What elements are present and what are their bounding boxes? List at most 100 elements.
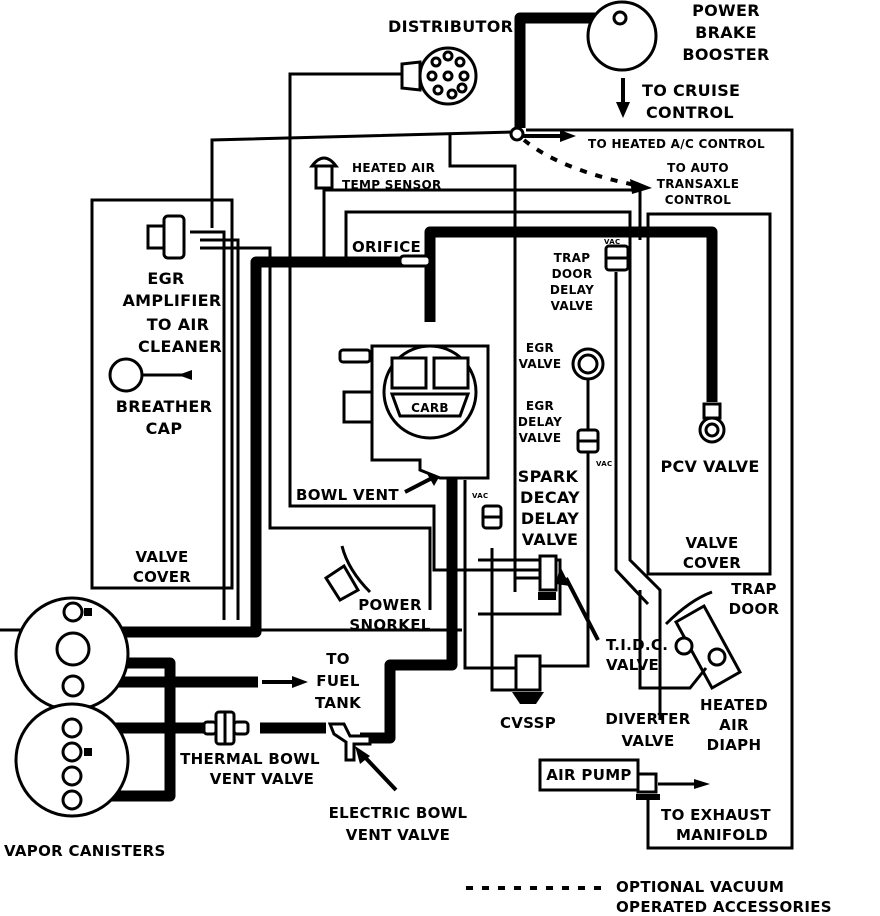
tidc-arrow-icon — [556, 566, 570, 586]
heated-air-diaph-icon — [638, 590, 743, 691]
valve-cover-left-label-2: COVER — [133, 568, 191, 586]
cvssp-icon — [512, 654, 544, 704]
legend-label-1: OPTIONAL VACUUM — [616, 878, 784, 896]
egr-amp-line-2 — [200, 238, 240, 620]
power-brake-booster-label-3: BOOSTER — [682, 45, 769, 64]
egr-delay-valve-label-3: VALVE — [519, 431, 562, 445]
sensor-line — [324, 188, 642, 240]
heated-air-temp-sensor-icon — [308, 156, 340, 190]
to-fuel-tank-label-1: TO — [326, 650, 350, 668]
spark-decay-valve-icon — [481, 504, 503, 530]
tidc-valve-icon — [538, 554, 558, 600]
bowl-vent-label: BOWL VENT — [296, 486, 399, 504]
cruise-arrow-icon — [616, 102, 630, 118]
trap-door-delay-valve-label-4: VALVE — [551, 299, 594, 313]
electric-bowl-vent-valve-label-1: ELECTRIC BOWL — [329, 804, 468, 822]
booster-port-icon — [612, 10, 628, 26]
power-snorkel-label-1: POWER — [358, 596, 422, 614]
tidc-valve-label-2: VALVE — [606, 656, 659, 674]
egr-delay-valve-icon — [576, 428, 600, 454]
egr-delay-valve-label-1: EGR — [526, 399, 554, 413]
legend-label-2: OPERATED ACCESSORIES — [616, 898, 832, 916]
exhaust-arrow-icon — [694, 779, 710, 789]
to-heated-ac-control-label: TO HEATED A/C CONTROL — [588, 137, 765, 151]
fuel-tank-arrow-icon — [292, 676, 308, 688]
pcv-valve-icon — [698, 402, 726, 444]
to-air-cleaner-label-1: TO AIR — [147, 315, 210, 334]
thermal-bowl-vent-valve-icon — [202, 710, 250, 746]
egr-amp-line-3 — [200, 246, 432, 610]
egr-amp-line-1 — [190, 230, 226, 620]
orifice-label: ORIFICE — [352, 238, 421, 256]
to-exhaust-manifold-label-2: MANIFOLD — [676, 826, 768, 844]
trap-door-label-1: TRAP — [731, 580, 777, 598]
to-air-cleaner-label-2: CLEANER — [138, 337, 222, 356]
bowl-vent-hose — [360, 474, 458, 744]
egr-amplifier-label-2: AMPLIFIER — [122, 291, 221, 310]
to-fuel-tank-label-2: FUEL — [316, 672, 360, 690]
transaxle-dashed-line — [522, 138, 641, 188]
spark-decay-delay-valve-label-1: SPARK — [518, 467, 579, 486]
power-brake-booster-label-2: BRAKE — [695, 23, 757, 42]
distributor-icon — [400, 46, 478, 106]
cvssp-line-1 — [463, 480, 528, 670]
trap-door-line — [344, 210, 662, 720]
breather-cap-icon — [108, 357, 144, 393]
breather-cap-label-2: CAP — [146, 419, 183, 438]
breather-arrow-icon — [178, 370, 192, 380]
tidc-pointer — [564, 577, 600, 641]
thermal-bowl-vent-valve-label-2: VENT VALVE — [210, 770, 314, 788]
egr-valve-label-2: VALVE — [519, 357, 562, 371]
trap-door-delay-valve-label-2: DOOR — [552, 267, 593, 281]
egr-amplifier-icon — [146, 214, 186, 260]
heated-air-temp-sensor-label-1: HEATED AIR — [352, 161, 435, 175]
spark-decay-delay-valve-label-4: VALVE — [522, 530, 578, 549]
heated-air-diaph-label-1: HEATED — [700, 696, 768, 714]
to-auto-transaxle-label-2: TRANSAXLE — [657, 177, 739, 191]
junction-down-line — [448, 134, 517, 592]
diverter-valve-label-2: VALVE — [621, 732, 674, 750]
vacuum-junction-icon — [509, 126, 525, 142]
spark-decay-delay-valve-label-2: DECAY — [520, 488, 580, 507]
vac-label-spark-decay: VAC — [472, 492, 488, 500]
trap-door-delay-valve-icon — [604, 244, 630, 272]
brake-booster-hose — [514, 12, 612, 128]
trap-door-label-2: DOOR — [729, 600, 780, 618]
distributor-label: DISTRIBUTOR — [388, 17, 513, 36]
to-auto-transaxle-label-3: CONTROL — [665, 193, 731, 207]
vac-label-egr-delay: VAC — [596, 460, 612, 468]
pcv-hose — [424, 226, 718, 402]
cvssp-loop — [478, 558, 562, 616]
air-pump-base-icon — [636, 794, 660, 800]
to-fuel-tank-label-3: TANK — [315, 694, 362, 712]
egr-valve-icon — [571, 347, 605, 381]
trap-door-delay-line — [614, 272, 650, 606]
heated-ac-arrow-icon — [560, 130, 576, 142]
canister-hose-upper — [100, 256, 410, 638]
spark-decay-delay-valve-label-3: DELAY — [521, 509, 579, 528]
heated-air-temp-sensor-label-2: TEMP SENSOR — [342, 178, 442, 192]
vapor-canisters-label: VAPOR CANISTERS — [4, 842, 166, 860]
power-brake-booster-icon — [586, 0, 658, 72]
vapor-canister-lower — [14, 702, 130, 818]
egr-amplifier-label-1: EGR — [147, 269, 184, 288]
egr-valve-label-1: EGR — [526, 341, 554, 355]
electric-bowl-vent-valve-label-2: VENT VALVE — [346, 826, 450, 844]
to-cruise-control-label-1: TO CRUISE — [642, 81, 740, 100]
egr-delay-valve-label-2: DELAY — [518, 415, 562, 429]
spark-decay-line — [490, 548, 516, 692]
valve-cover-right — [646, 212, 772, 576]
pcv-valve-label: PCV VALVE — [660, 457, 759, 476]
electric-bowl-vent-valve-icon — [327, 722, 372, 762]
valve-cover-right-label-1: VALVE — [685, 534, 738, 552]
trap-door-delay-valve-label-3: DELAY — [550, 283, 594, 297]
valve-cover-left-label-1: VALVE — [135, 548, 188, 566]
tidc-valve-label-1: T.I.D.C. — [606, 636, 668, 654]
power-brake-booster-label-1: POWER — [692, 1, 760, 20]
power-snorkel-label-2: SNORKEL — [349, 616, 430, 634]
to-auto-transaxle-label-1: TO AUTO — [667, 161, 729, 175]
orifice-icon — [398, 254, 432, 268]
heated-air-diaph-label-2: AIR — [719, 716, 749, 734]
electric-valve-arrow-icon — [355, 746, 370, 764]
